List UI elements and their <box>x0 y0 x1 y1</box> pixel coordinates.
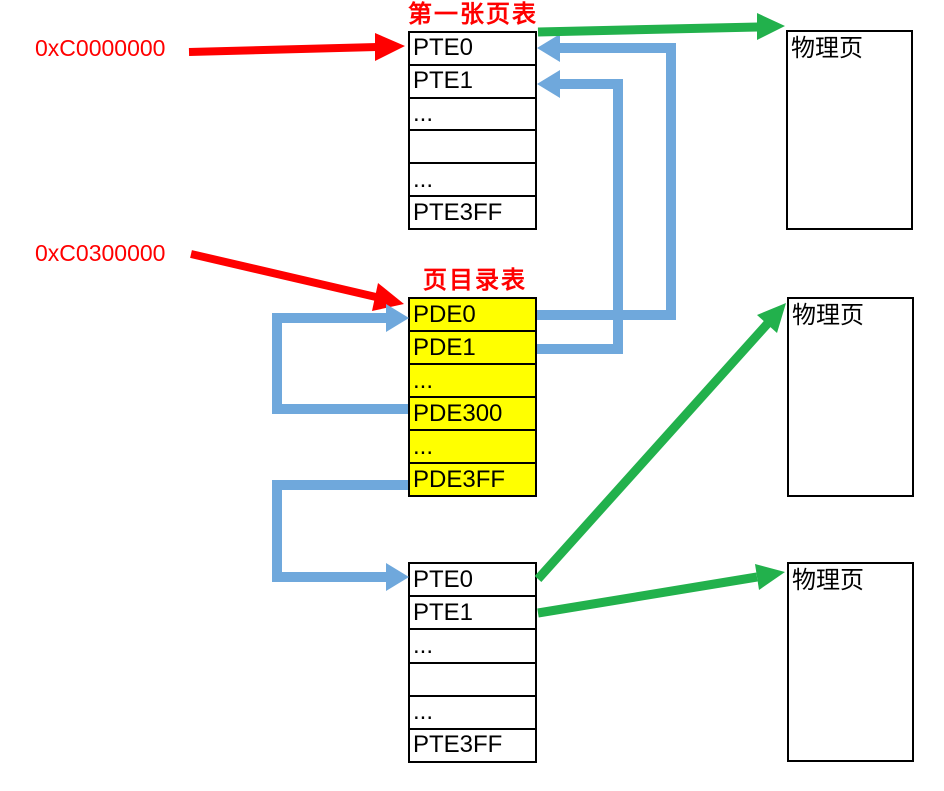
table-row: PTE0 <box>410 564 535 598</box>
blue-arrow-pde3ff-to-second-page-table <box>272 480 409 591</box>
table-row: PTE3FF <box>413 731 503 759</box>
table-row: ... <box>410 99 535 132</box>
table-row: ... <box>410 697 535 730</box>
physical-page-box-middle: 物理页 <box>787 297 914 497</box>
blue-arrow-pde300-to-directory-top <box>272 304 409 414</box>
table-row: PDE3FF <box>413 465 506 493</box>
table-row <box>410 131 535 165</box>
table-row: PTE0 <box>410 33 535 66</box>
table-row <box>410 664 535 697</box>
table-row: ... <box>410 365 535 398</box>
table-row: PTE1 <box>410 66 535 99</box>
physical-page-label: 物理页 <box>792 302 864 329</box>
blue-arrow-pde1-to-pte1 <box>537 70 623 354</box>
table-row: ... <box>410 630 535 664</box>
green-arrow-pte0-to-physical-page-middle <box>534 303 786 583</box>
green-arrow-pte0-to-physical-page-top <box>537 13 785 40</box>
virtual-address-label-0xC0300000: 0xC0300000 <box>35 240 166 266</box>
table-row: PDE300 <box>410 398 535 431</box>
table-row: ... <box>410 431 535 464</box>
table-row: PTE1 <box>410 597 535 631</box>
physical-page-label: 物理页 <box>792 567 864 594</box>
first-page-table-title: 第一张页表 <box>408 1 538 28</box>
physical-page-box-bottom: 物理页 <box>787 562 914 762</box>
virtual-address-label-0xC0000000: 0xC0000000 <box>35 35 166 61</box>
red-arrow-0xC0000000-to-first-page-table <box>188 33 405 61</box>
physical-page-label: 物理页 <box>791 35 863 62</box>
first-page-table: PTE0 PTE1 ... ... PTE3FF <box>408 31 537 230</box>
second-page-table: PTE0 PTE1 ... ... PTE3FF <box>408 562 537 763</box>
page-directory-title: 页目录表 <box>423 267 527 294</box>
red-arrow-0xC0300000-to-page-directory <box>190 250 404 311</box>
table-row: ... <box>410 164 535 198</box>
blue-arrow-pde0-to-pte0 <box>537 34 676 320</box>
green-arrow-pte1-to-physical-page-bottom <box>537 564 785 618</box>
table-row: PDE0 <box>410 299 535 332</box>
page-directory-table: PDE0 PDE1 ... PDE300 ... PDE3FF <box>408 297 537 497</box>
table-row: PDE1 <box>410 332 535 365</box>
table-row: PTE3FF <box>413 198 503 226</box>
physical-page-box-top: 物理页 <box>786 30 913 230</box>
